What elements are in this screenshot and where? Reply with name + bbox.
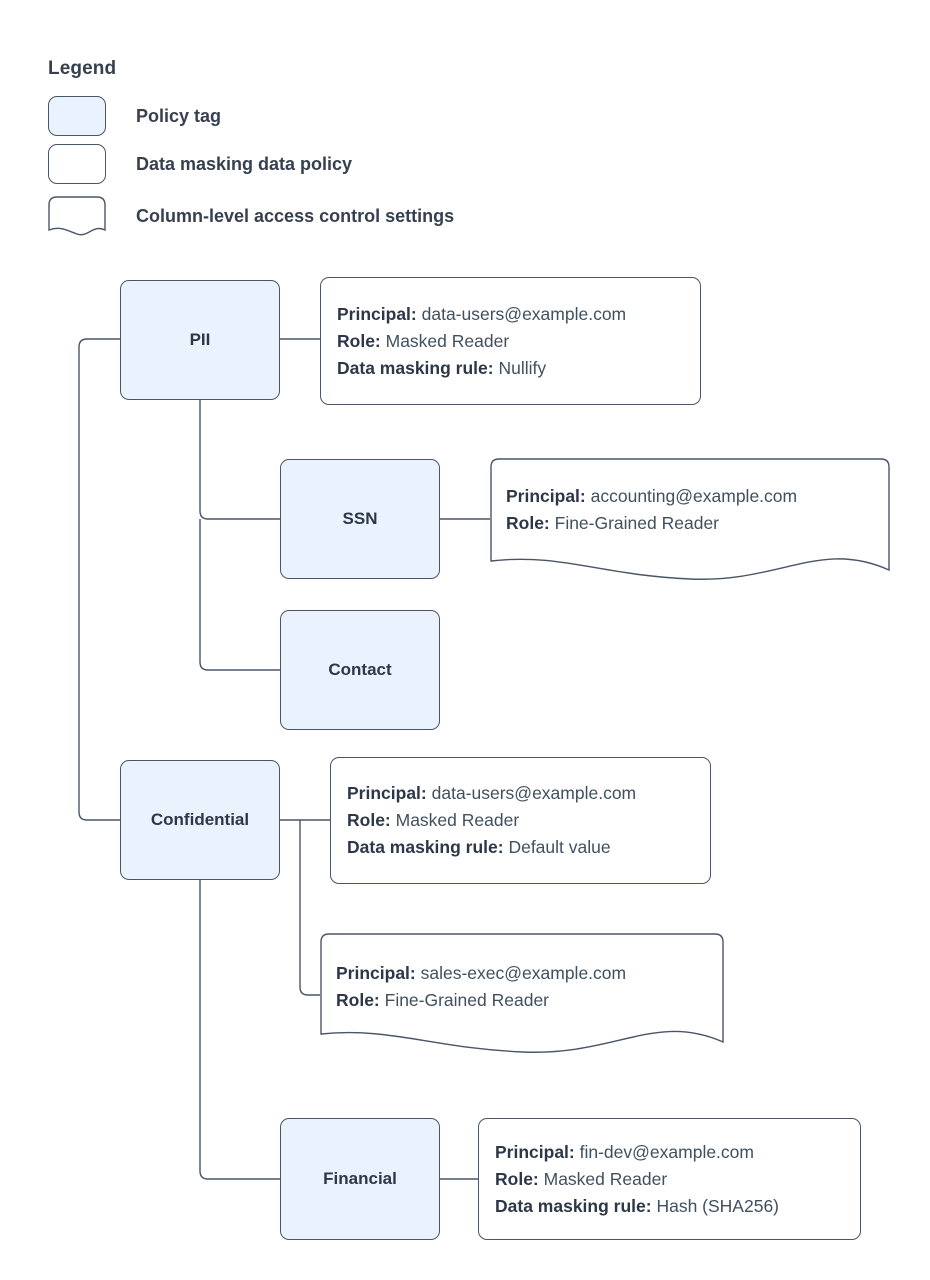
masking-rule-value: Default value: [508, 837, 611, 857]
principal-value: data-users@example.com: [431, 783, 637, 803]
masking-rule-value: Nullify: [498, 358, 547, 378]
principal-value: sales-exec@example.com: [420, 963, 627, 983]
edge-confidential-to-financial: [199, 880, 280, 1180]
principal-label: Principal:: [506, 486, 586, 506]
policy-tag-ssn[interactable]: SSN: [280, 459, 440, 579]
role-label: Role:: [347, 810, 391, 830]
policy-masking-rule-line: Data masking rule: Default value: [347, 834, 700, 861]
masking-rule-label: Data masking rule:: [337, 358, 494, 378]
policy-masking-rule-line: Data masking rule: Nullify: [337, 355, 690, 382]
data-masking-policy-confidential[interactable]: Principal: data-users@example.com Role: …: [330, 757, 711, 884]
policy-tag-confidential[interactable]: Confidential: [120, 760, 280, 880]
policy-role-line: Role: Fine-Grained Reader: [506, 510, 880, 537]
edge-root-to-pii: [78, 338, 120, 821]
policy-tag-contact[interactable]: Contact: [280, 610, 440, 730]
role-label: Role:: [495, 1169, 539, 1189]
principal-value: fin-dev@example.com: [579, 1142, 754, 1162]
principal-label: Principal:: [337, 304, 417, 324]
policy-role-line: Role: Masked Reader: [495, 1166, 850, 1193]
legend-item-label: Data masking data policy: [136, 154, 353, 174]
data-masking-policy-swatch-icon: [48, 144, 106, 184]
role-value: Fine-Grained Reader: [384, 990, 550, 1010]
edge-pii-to-contact: [199, 519, 280, 671]
data-masking-policy-financial[interactable]: Principal: fin-dev@example.com Role: Mas…: [478, 1118, 861, 1240]
data-masking-policy-pii[interactable]: Principal: data-users@example.com Role: …: [320, 277, 701, 405]
policy-masking-rule-line: Data masking rule: Hash (SHA256): [495, 1193, 850, 1220]
role-label: Role:: [336, 990, 380, 1010]
legend-title: Legend: [48, 58, 117, 79]
policy-role-line: Role: Fine-Grained Reader: [336, 987, 714, 1014]
policy-principal-line: Principal: data-users@example.com: [347, 780, 700, 807]
masking-rule-label: Data masking rule:: [495, 1196, 652, 1216]
policy-principal-line: Principal: accounting@example.com: [506, 483, 880, 510]
policy-role-line: Role: Masked Reader: [347, 807, 700, 834]
role-value: Masked Reader: [543, 1169, 668, 1189]
policy-role-line: Role: Masked Reader: [337, 328, 690, 355]
column-level-acl-confidential[interactable]: Principal: sales-exec@example.com Role: …: [320, 932, 724, 1060]
principal-value: data-users@example.com: [421, 304, 627, 324]
principal-label: Principal:: [336, 963, 416, 983]
role-value: Masked Reader: [385, 331, 510, 351]
policy-tag-financial[interactable]: Financial: [280, 1118, 440, 1240]
edge-pii-to-ssn: [199, 400, 280, 520]
principal-label: Principal:: [495, 1142, 575, 1162]
role-label: Role:: [337, 331, 381, 351]
column-level-acl-swatch-icon: [48, 196, 106, 236]
masking-rule-value: Hash (SHA256): [656, 1196, 780, 1216]
role-value: Fine-Grained Reader: [554, 513, 720, 533]
policy-principal-line: Principal: fin-dev@example.com: [495, 1139, 850, 1166]
column-level-acl-ssn[interactable]: Principal: accounting@example.com Role: …: [490, 457, 890, 587]
legend-item-label: Policy tag: [136, 106, 222, 126]
principal-value: accounting@example.com: [590, 486, 798, 506]
policy-tag-pii[interactable]: PII: [120, 280, 280, 400]
principal-label: Principal:: [347, 783, 427, 803]
role-label: Role:: [506, 513, 550, 533]
policy-principal-line: Principal: data-users@example.com: [337, 301, 690, 328]
role-value: Masked Reader: [395, 810, 520, 830]
edge-confidential-to-acl: [299, 820, 320, 996]
policy-principal-line: Principal: sales-exec@example.com: [336, 960, 714, 987]
policy-tag-swatch-icon: [48, 96, 106, 136]
masking-rule-label: Data masking rule:: [347, 837, 504, 857]
legend-item-label: Column-level access control settings: [136, 206, 455, 226]
